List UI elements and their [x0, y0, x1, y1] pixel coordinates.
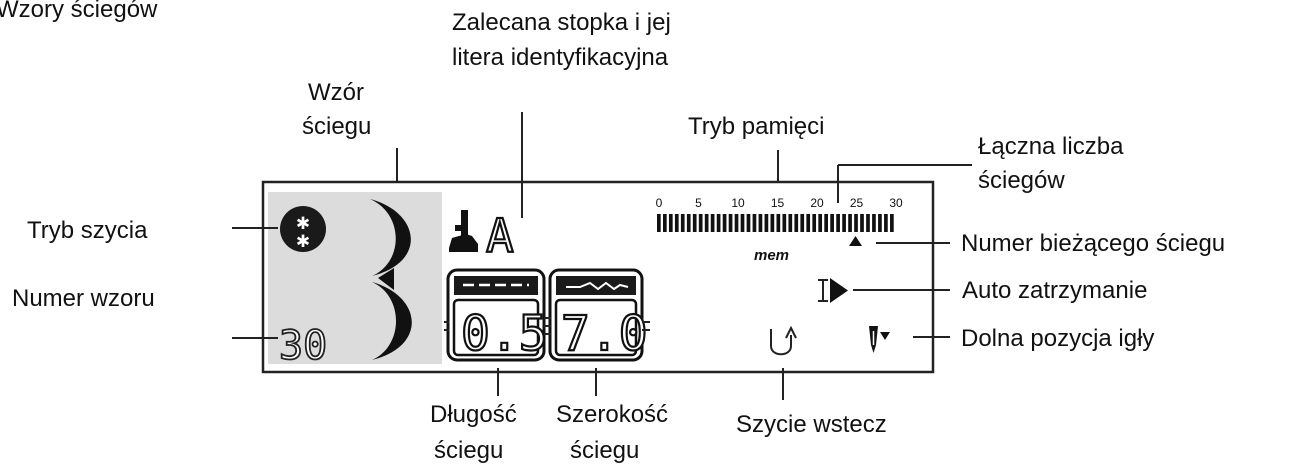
memory-bar-segment: [830, 214, 834, 232]
label-length-line1: Długość: [430, 401, 517, 428]
memory-bar-segment: [722, 214, 727, 232]
label-foot-line2: litera identyfikacyjna: [452, 44, 669, 71]
current-stitch-marker: [849, 236, 862, 246]
memory-bar-segment: [812, 214, 817, 232]
memory-bar-segment: [788, 214, 793, 232]
memory-bar-segment: [872, 214, 876, 232]
stitch-width-value: 7.0: [561, 306, 648, 362]
label-pattern-number: Numer wzoru: [12, 285, 155, 312]
memory-bar-segment: [884, 214, 888, 232]
memory-bar-segment: [728, 214, 733, 232]
foot-letter-value: A: [486, 209, 514, 263]
memory-bar-segment: [782, 214, 787, 232]
memory-bar-segment: [734, 214, 739, 232]
memory-bar-segment: [866, 214, 870, 232]
label-reverse: Szycie wstecz: [736, 411, 887, 438]
memory-bar-segment: [758, 214, 763, 232]
memory-bar-segment: [674, 214, 679, 232]
svg-text:✱: ✱: [296, 232, 310, 252]
memory-bar-segment: [704, 214, 709, 232]
label-width-line2: ściegu: [570, 437, 639, 464]
memory-mode-label: mem: [754, 247, 789, 264]
memory-bar-segment: [668, 214, 673, 232]
memory-bar-segment: [746, 214, 751, 232]
memory-bar-segment: [806, 214, 811, 232]
memory-scale-labels: 0 5 10 15 20 25 30: [656, 196, 903, 210]
memory-bar-segment: [770, 214, 775, 232]
stitch-length-box: [446, 268, 546, 362]
label-auto-stop: Auto zatrzymanie: [962, 277, 1147, 304]
sewing-mode-icon: ✱ ✱: [280, 206, 326, 252]
memory-scale-label: 0: [656, 196, 663, 210]
memory-bar-segment: [764, 214, 769, 232]
memory-bar-segment: [848, 214, 852, 232]
label-needle-down: Dolna pozycja igły: [961, 325, 1154, 352]
label-length-line2: ściegu: [434, 437, 503, 464]
memory-bar-segment: [686, 214, 691, 232]
presser-foot-icon: [449, 210, 478, 252]
memory-bar-segment: [692, 214, 697, 232]
reverse-stitch-icon: [770, 325, 797, 356]
memory-bar-segment: [878, 214, 882, 232]
label-total-stitches-line2: ściegów: [978, 167, 1065, 194]
stitch-width-box: [548, 268, 644, 362]
stitch-length-value: 0.5: [461, 306, 548, 362]
memory-scale-label: 10: [731, 196, 745, 210]
memory-bar-segment: [752, 214, 757, 232]
memory-bar-segment: [800, 214, 805, 232]
memory-scale-label: 20: [810, 196, 824, 210]
memory-bar-segment: [890, 214, 894, 232]
memory-scale-label: 5: [695, 196, 702, 210]
memory-bar-segment: [842, 214, 846, 232]
memory-bar-segment: [836, 214, 840, 232]
memory-bar-segment: [794, 214, 799, 232]
stitch-pattern-icon: [370, 199, 412, 360]
label-sewing-mode: Tryb szycia: [27, 217, 148, 244]
memory-bar-segment: [740, 214, 745, 232]
memory-scale-label: 25: [850, 196, 864, 210]
memory-bar-segment: [776, 214, 781, 232]
label-total-stitches-line1: Łączna liczba: [978, 133, 1124, 160]
memory-bar-segment: [860, 214, 864, 232]
page-title: Wzory ściegów: [0, 0, 158, 23]
memory-bar: [657, 214, 894, 232]
auto-stop-icon: [818, 278, 848, 303]
memory-bar-segment: [680, 214, 685, 232]
label-current-stitch: Numer bieżącego ściegu: [961, 230, 1225, 257]
memory-bar-segment: [657, 214, 661, 232]
label-pattern-line1: Wzór: [308, 79, 364, 106]
memory-scale-label: 15: [771, 196, 785, 210]
callout-lines: [232, 112, 972, 400]
memory-scale-label: 30: [889, 196, 903, 210]
pattern-number-value: 30: [279, 323, 327, 369]
memory-bar-segment: [824, 214, 828, 232]
memory-bar-segment: [710, 214, 715, 232]
memory-bar-segment: [716, 214, 721, 232]
memory-bar-segment: [818, 214, 823, 232]
label-pattern-line2: ściegu: [302, 113, 371, 140]
label-width-line1: Szerokość: [556, 401, 668, 428]
label-memory-mode: Tryb pamięci: [688, 113, 824, 140]
memory-bar-segment: [662, 214, 667, 232]
memory-bar-segment: [854, 214, 858, 232]
svg-text:✱: ✱: [296, 214, 310, 234]
box-connector: [444, 317, 650, 335]
label-foot-line1: Zalecana stopka i jej: [452, 9, 671, 36]
memory-bar-segment: [698, 214, 703, 232]
needle-down-icon: [869, 326, 890, 353]
